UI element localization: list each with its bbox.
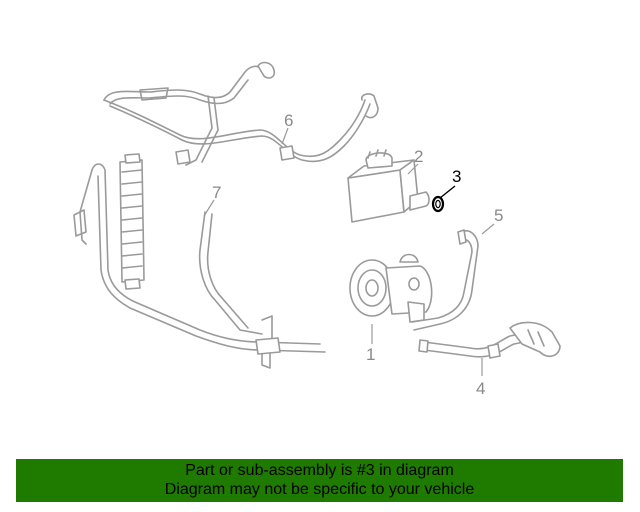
leader-7	[203, 199, 215, 217]
leader-2	[407, 163, 419, 175]
pressure-line-part-6	[103, 61, 379, 166]
leader-5	[481, 223, 495, 235]
suction-hose-part-5	[411, 229, 479, 331]
pump-part-1	[349, 253, 433, 323]
leader-3	[439, 185, 456, 199]
seal-part-3	[431, 195, 445, 213]
callout-7: 7	[212, 183, 221, 202]
callout-3: 3	[452, 167, 461, 186]
reservoir-part-2	[347, 149, 430, 223]
callout-4: 4	[476, 379, 485, 398]
callout-2: 2	[414, 147, 423, 166]
callout-5: 5	[494, 206, 503, 225]
leader-6	[281, 127, 289, 145]
banner-line-1: Part or sub-assembly is #3 in diagram	[185, 462, 454, 479]
parts-diagram: 1 2 3 4 5 6 7	[73, 61, 561, 398]
callout-6: 6	[284, 111, 293, 130]
callout-1: 1	[366, 345, 375, 364]
banner-line-2: Diagram may not be specific to your vehi…	[164, 481, 475, 498]
return-hose-part-4	[418, 321, 561, 359]
cooler-line-part-7	[73, 153, 326, 369]
notice-banner: Part or sub-assembly is #3 in diagram Di…	[16, 459, 623, 502]
